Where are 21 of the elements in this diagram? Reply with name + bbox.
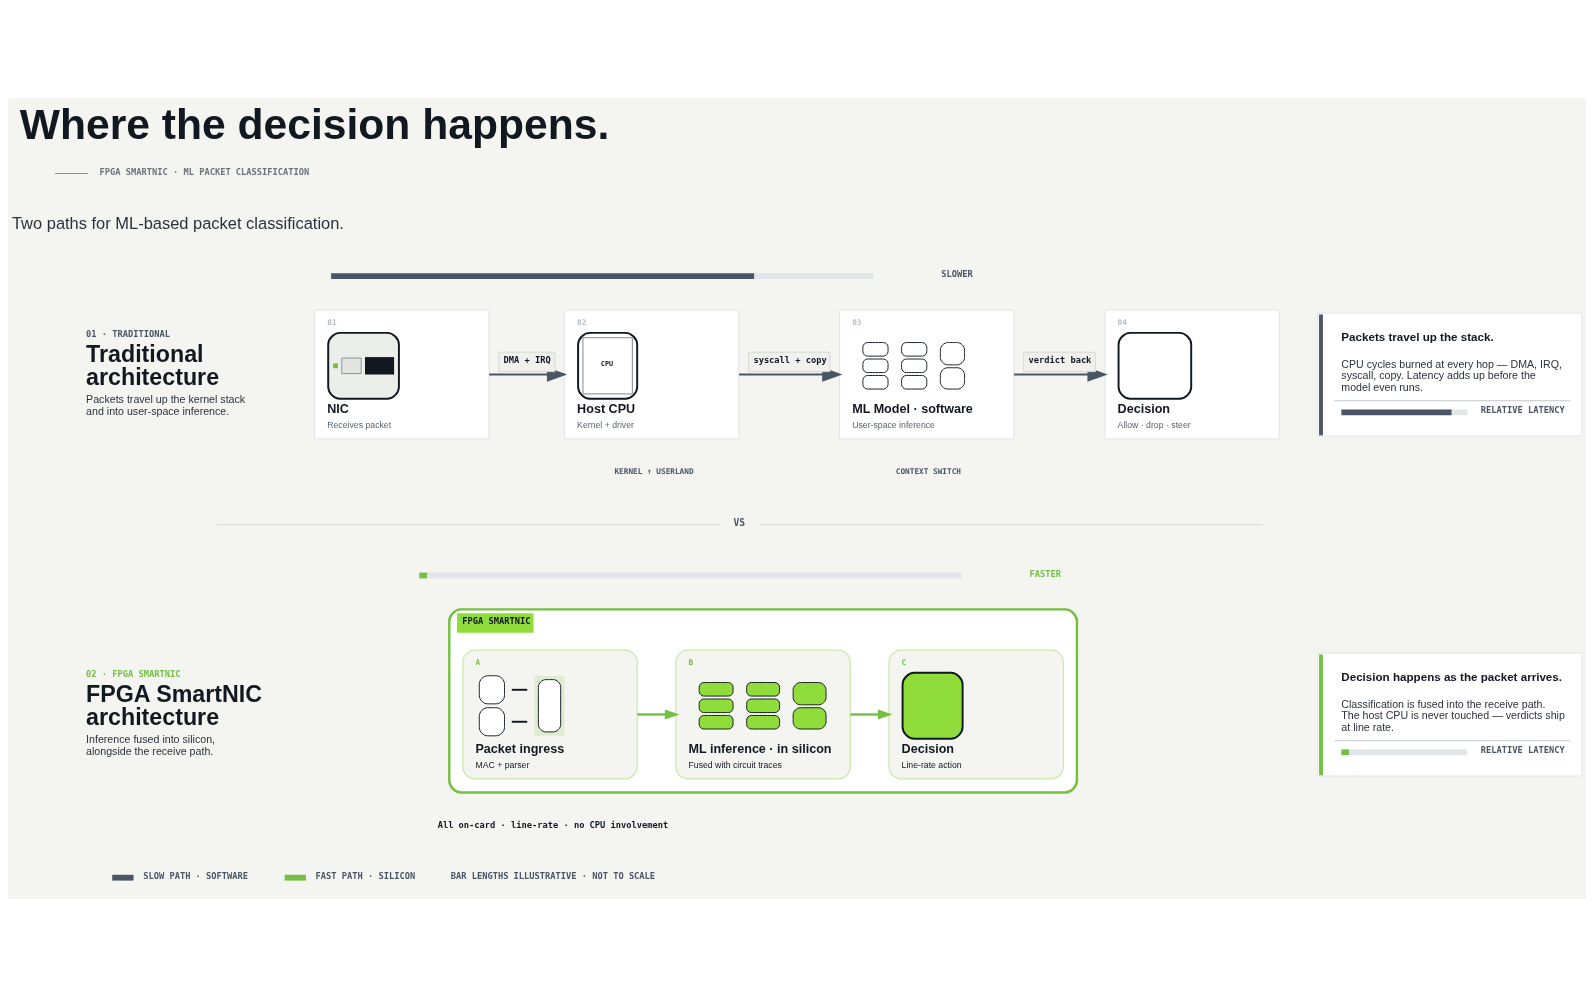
label: Traditional architecture <box>86 340 220 390</box>
legend-label: SLOW PATH · SOFTWARE <box>143 870 249 881</box>
diagram-title: Where the decision happens. <box>19 99 610 148</box>
label: Packets travel up the kernel stack and into user-space inference. <box>86 392 246 417</box>
edge-label: verdict back <box>1028 354 1092 365</box>
label: SLOWER <box>941 268 973 279</box>
label: 01 · TRADITIONAL <box>86 328 170 339</box>
label: KERNEL ↑ USERLAND <box>614 466 694 476</box>
label: CONTEXT SWITCH <box>895 466 961 476</box>
label: FPGA SmartNIC architecture <box>86 680 263 730</box>
label: BAR LENGTHS ILLUSTRATIVE · NOT TO SCALE <box>450 870 656 881</box>
label: All on-card · line-rate · no CPU involvement <box>437 819 669 830</box>
label: FASTER <box>1029 568 1061 579</box>
edge-label: DMA + IRQ <box>503 354 551 365</box>
label: FPGA SMARTNIC · ML PACKET CLASSIFICATION <box>99 166 310 177</box>
label: Two paths for ML-based packet classification. <box>11 213 344 232</box>
label: 02 · FPGA SMARTNIC <box>86 668 181 679</box>
legend-label: FAST PATH · SILICON <box>315 870 416 881</box>
label: VS <box>733 516 746 528</box>
label: Inference fused into silicon, alongside the receive path. <box>86 732 216 757</box>
edge-label: syscall + copy <box>753 354 827 365</box>
